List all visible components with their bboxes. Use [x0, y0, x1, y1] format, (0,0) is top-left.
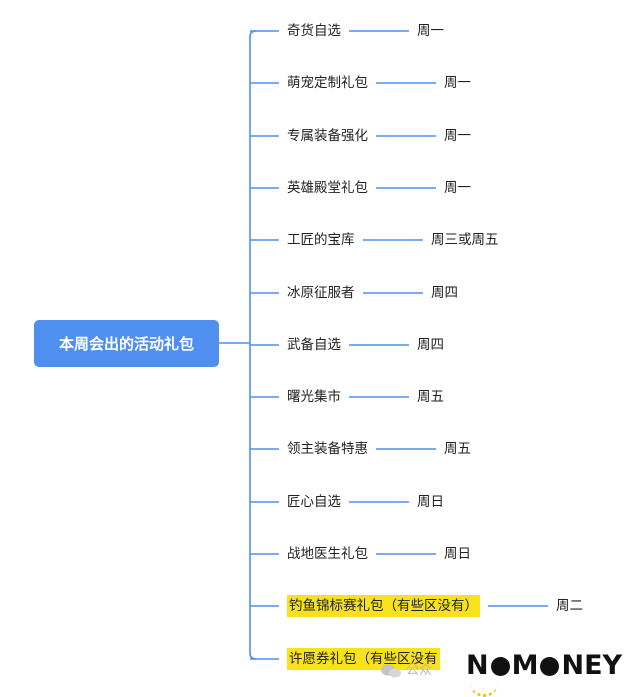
branch-item-label: 工匠的宝库: [287, 232, 355, 248]
branch-day-label: 周一: [444, 128, 471, 144]
branch-item-label: 冰原征服者: [287, 285, 355, 301]
branch-item-label: 钓鱼锦标赛礼包（有些区没有）: [287, 595, 480, 617]
brand-dot: [490, 656, 510, 676]
branch-day-label: 周三或周五: [431, 232, 499, 248]
branch-day-label: 周一: [444, 75, 471, 91]
branch-item-label: 匠心自选: [287, 494, 341, 510]
branch-item-label: 萌宠定制礼包: [287, 75, 368, 91]
branch-day-label: 周一: [417, 23, 444, 39]
branch-day-label: 周五: [417, 389, 444, 405]
branch-item-label: 奇货自选: [287, 23, 341, 39]
branch-item-label: 曙光集市: [287, 389, 341, 405]
branch-day-label: 周日: [444, 546, 471, 562]
brand-middle: M: [511, 650, 539, 681]
watermark-text: 公众: [406, 663, 433, 678]
root-node: 本周会出的活动礼包: [34, 320, 219, 367]
root-label: 本周会出的活动礼包: [58, 335, 194, 353]
branch-day-label: 周四: [417, 337, 444, 353]
watermark: 公众: [380, 660, 432, 682]
brand-dot: [540, 656, 560, 676]
branch-item-label: 英雄殿堂礼包: [287, 180, 368, 196]
wechat-icon: [381, 664, 401, 678]
branch-item-label: 专属装备强化: [287, 128, 368, 144]
brand-prefix: N: [466, 650, 489, 681]
branch-item-label: 许愿券礼包（有些区没有: [287, 648, 440, 670]
branch-day-label: 周二: [556, 598, 583, 614]
branch-item-label: 战地医生礼包: [287, 546, 368, 562]
branch-item-label: 领主装备特惠: [287, 441, 368, 457]
branch-day-label: 周日: [417, 494, 444, 510]
brand-logo: N M NEY: [466, 650, 622, 682]
brand-suffix: NEY: [561, 650, 623, 681]
branch-day-label: 周一: [444, 180, 471, 196]
branch-day-label: 周五: [444, 441, 471, 457]
branch-item-label: 武备自选: [287, 337, 341, 353]
branch-day-label: 周四: [431, 285, 458, 301]
